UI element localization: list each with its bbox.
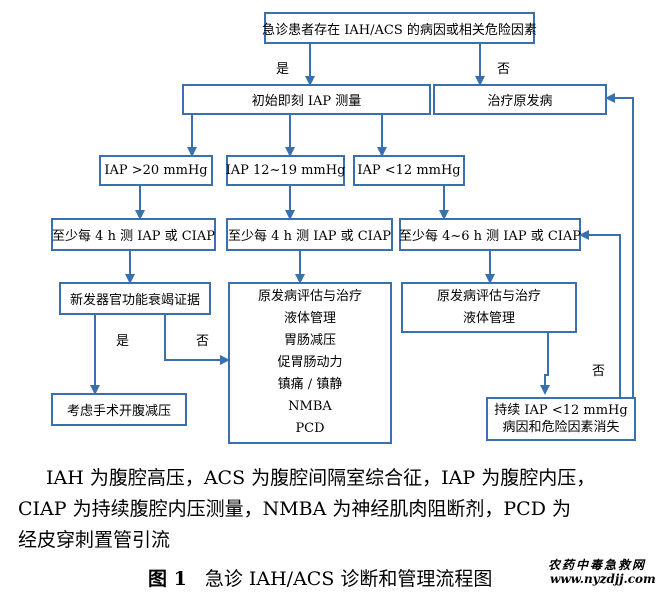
caption-line-1: IAH 为腹腔高压，ACS 为腹腔间隔室综合征，IAP 为腹腔内压，	[46, 467, 596, 489]
flow-arrows	[90, 44, 634, 397]
node-measure-4-6h: 至少每 4~6 h 测 IAP 或 CIAP	[399, 218, 581, 251]
arrow-organ-to-mgmt	[164, 315, 230, 365]
caption-line-3: 经皮穿刺置管引流	[18, 529, 171, 551]
mgmt-item: 原发病评估与治疗	[257, 289, 362, 304]
arrow-persist-to-measure	[579, 230, 621, 397]
persist-line: 病因和危险因素消失	[502, 420, 620, 435]
node-iap-lt12: IAP <12 mmHg	[353, 155, 465, 186]
persist-line: 持续 IAP <12 mmHg	[494, 403, 628, 418]
node-iap-12-19: IAP 12~19 mmHg	[226, 155, 345, 186]
node-measure-4h-a: 至少每 4 h 测 IAP 或 CIAP	[51, 218, 216, 251]
caption-line-2: CIAP 为持续腹腔内压测量，NMBA 为神经肌肉阻断剂，PCD 为	[18, 498, 571, 520]
node-surgery: 考虑手术开腹减压	[51, 393, 187, 426]
mgmt-item: NMBA	[288, 399, 332, 414]
node-iap-gt20: IAP >20 mmHg	[99, 155, 213, 186]
figure-title: 图 1 急诊 IAH/ACS 诊断和管理流程图	[148, 564, 492, 591]
mgmt-item: 原发病评估与治疗	[436, 288, 541, 304]
mgmt-item: 镇痛 / 镇静	[277, 377, 343, 392]
node-start: 急诊患者存在 IAH/ACS 的病因或相关危险因素	[262, 12, 537, 44]
label-no-right: 否	[592, 364, 606, 379]
mgmt-item: 液体管理	[462, 310, 515, 326]
node-persist: 持续 IAP <12 mmHg 病因和危险因素消失	[486, 397, 636, 441]
label-no-top: 否	[497, 62, 511, 77]
node-treat-primary: 治疗原发病	[433, 84, 607, 115]
label-yes-top: 是	[276, 62, 290, 77]
mgmt-item: 液体管理	[283, 311, 336, 326]
label-yes-mid: 是	[116, 334, 130, 349]
label-no-mid: 否	[196, 334, 210, 349]
node-initial-iap: 初始即刻 IAP 测量	[182, 84, 431, 115]
watermark-name: 农药中毒急救网	[548, 558, 647, 572]
node-new-organ-failure: 新发器官功能衰竭证据	[59, 282, 211, 315]
figure-label: 图 1	[148, 568, 187, 590]
mgmt-item: 促胃肠动力	[277, 355, 343, 370]
arrow-persist-to-treat	[605, 93, 634, 397]
figure-title-text: 急诊 IAH/ACS 诊断和管理流程图	[204, 568, 493, 590]
node-management-short: 原发病评估与治疗 液体管理	[401, 282, 577, 333]
node-measure-4h-b: 至少每 4 h 测 IAP 或 CIAP	[226, 218, 393, 251]
mgmt-item: 胃肠减压	[283, 333, 336, 348]
watermark-url: www.nyzdjj.com	[550, 572, 656, 586]
node-management-full: 原发病评估与治疗 液体管理 胃肠减压 促胃肠动力 镇痛 / 镇静 NMBA PC…	[228, 282, 392, 444]
mgmt-item: PCD	[295, 421, 325, 436]
arrow-mgmt-short-to-persist	[540, 333, 550, 395]
